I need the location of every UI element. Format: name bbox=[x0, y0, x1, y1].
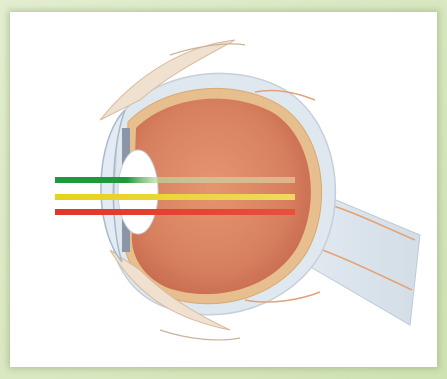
yellow-light-beam bbox=[55, 194, 295, 200]
tendon-bottom bbox=[160, 330, 240, 340]
lens bbox=[118, 150, 158, 234]
green-light-beam bbox=[55, 177, 295, 183]
red-light-beam bbox=[55, 209, 295, 215]
